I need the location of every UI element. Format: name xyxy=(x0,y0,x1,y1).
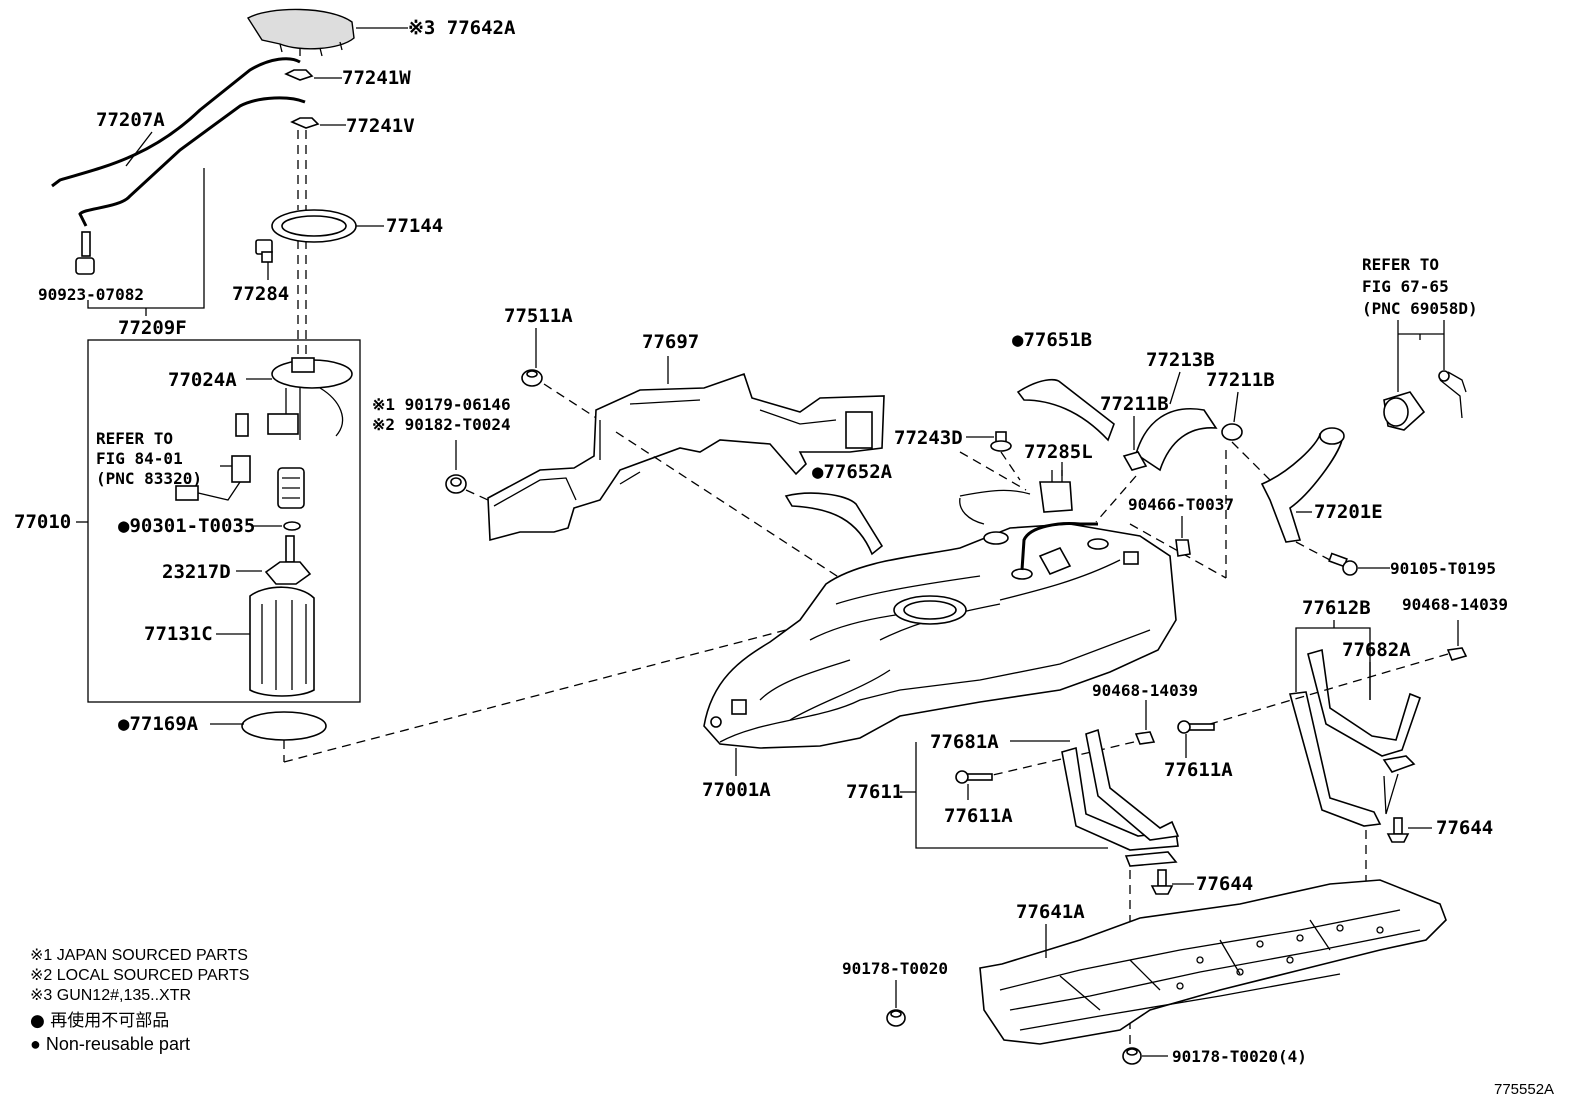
label-77284: 77284 xyxy=(232,283,289,305)
label-77681A: 77681A xyxy=(930,731,999,753)
strap-77612B xyxy=(1288,648,1422,827)
clip-77511A xyxy=(521,369,543,387)
pump-flange-77024A xyxy=(267,357,353,440)
refer-67-line3: (PNC 69058D) xyxy=(1362,299,1478,318)
label-90468-14039-right: 90468-14039 xyxy=(1402,595,1508,614)
bolt-90468-right xyxy=(1446,647,1468,661)
pump-assembly-box xyxy=(87,339,361,703)
label-77131C: 77131C xyxy=(144,623,213,645)
label-77241W: 77241W xyxy=(342,67,411,89)
label-77144: 77144 xyxy=(386,215,443,237)
label-77211B-right: 77211B xyxy=(1206,369,1275,391)
label-77243D: 77243D xyxy=(894,427,963,449)
label-77511A: 77511A xyxy=(504,305,573,327)
label-90923-07082: 90923-07082 xyxy=(38,285,144,304)
legend-note2: ※2 LOCAL SOURCED PARTS xyxy=(30,967,249,984)
clamp-77211B-left xyxy=(1122,451,1148,471)
label-90105-T0195: 90105-T0195 xyxy=(1390,559,1496,578)
label-90182-T0024: ※2 90182-T0024 xyxy=(372,415,511,434)
label-77241V: 77241V xyxy=(346,115,415,137)
label-90179-06146: ※1 90179-06146 xyxy=(372,395,511,414)
bolt-77644-right xyxy=(1386,817,1410,843)
legend-note3: ※3 GUN12#,135..XTR xyxy=(30,987,191,1004)
retainer-77241V xyxy=(290,117,320,129)
label-77285L: 77285L xyxy=(1024,441,1093,463)
fuel-tube-77207A xyxy=(51,57,306,227)
vent-tube-77285L xyxy=(959,470,1073,576)
label-77211B-left: 77211B xyxy=(1100,393,1169,415)
protector-77652A xyxy=(784,492,884,556)
refer-67-line1: REFER TO xyxy=(1362,255,1439,274)
nut-90178-bottom xyxy=(1122,1047,1142,1065)
legend-note1: ※1 JAPAN SOURCED PARTS xyxy=(30,947,248,964)
label-77612B: 77612B xyxy=(1302,597,1371,619)
retainer-77241W xyxy=(284,69,314,81)
filler-hose-77213B xyxy=(1135,408,1218,472)
bolt-77644-center xyxy=(1150,869,1174,895)
label-90301-T0035: ●90301-T0035 xyxy=(118,515,255,537)
label-90178-T0020-bottom: 90178-T0020(4) xyxy=(1172,1047,1307,1066)
fuel-sender xyxy=(175,413,251,501)
label-77641A: 77641A xyxy=(1016,901,1085,923)
clip-77284 xyxy=(255,239,273,263)
label-77651B: ●77651B xyxy=(1012,329,1092,351)
label-77652A: ●77652A xyxy=(812,461,893,483)
label-77642A: ※3 77642A xyxy=(408,17,516,39)
label-77213B: 77213B xyxy=(1146,349,1215,371)
clamp-77211B-right xyxy=(1221,423,1243,441)
refer-84-line2: FIG 84-01 xyxy=(96,449,183,468)
label-77207A: 77207A xyxy=(96,109,165,131)
fuel-cap xyxy=(1383,370,1467,431)
fuel-filter xyxy=(277,467,305,509)
legend: ※1 JAPAN SOURCED PARTS ※2 LOCAL SOURCED … xyxy=(30,947,249,1054)
bolt-90468-mid xyxy=(1134,731,1156,745)
label-77697: 77697 xyxy=(642,331,699,353)
bolt-77611A-upper xyxy=(1177,720,1215,734)
refer-note-fig84: REFER TO FIG 84-01 (PNC 83320) xyxy=(96,429,202,488)
fuel-tank-77001A xyxy=(703,497,1177,749)
valve-77243D xyxy=(990,431,1012,452)
label-77644-center: 77644 xyxy=(1196,873,1253,895)
protector-77697 xyxy=(487,372,885,542)
label-90466-T0037: 90466-T0037 xyxy=(1128,495,1234,514)
label-77611A-lower: 77611A xyxy=(944,805,1013,827)
pump-cover-77642A xyxy=(247,8,355,57)
label-77644-right: 77644 xyxy=(1436,817,1493,839)
bolt-77611A-lower xyxy=(955,770,993,784)
sub-tank-77131C xyxy=(249,586,315,697)
gasket-77169A xyxy=(241,711,327,741)
refer-84-line1: REFER TO xyxy=(96,429,173,448)
legend-jp: ● 再使用不可部品 xyxy=(30,1010,169,1031)
nut-90178-left xyxy=(886,1009,906,1027)
label-77010: 77010 xyxy=(14,511,71,533)
protector-77641A xyxy=(979,879,1447,1045)
label-77611A-upper: 77611A xyxy=(1164,759,1233,781)
label-77209F: 77209F xyxy=(118,317,187,339)
bolt-90105 xyxy=(1328,552,1358,576)
connector-90923 xyxy=(75,231,95,275)
label-77611: 77611 xyxy=(846,781,903,803)
filler-pipe-77201E xyxy=(1260,427,1345,543)
label-77682A: 77682A xyxy=(1342,639,1411,661)
label-77169A: ●77169A xyxy=(118,713,199,735)
refer-84-line3: (PNC 83320) xyxy=(96,469,202,488)
grommet-90179 xyxy=(445,474,467,494)
label-77201E: 77201E xyxy=(1314,501,1383,523)
o-ring-90301 xyxy=(283,521,301,531)
refer-note-fig67: REFER TO FIG 67-65 (PNC 69058D) xyxy=(1362,255,1478,318)
label-77024A: 77024A xyxy=(168,369,237,391)
strap-77681A xyxy=(1061,728,1180,867)
clip-90466 xyxy=(1175,539,1191,557)
label-90468-14039-mid: 90468-14039 xyxy=(1092,681,1198,700)
lock-ring-77144 xyxy=(271,209,357,243)
refer-67-line2: FIG 67-65 xyxy=(1362,277,1449,296)
label-90178-T0020-left: 90178-T0020 xyxy=(842,959,948,978)
diagram-id: 775552A xyxy=(1494,1081,1554,1098)
protector-77651B xyxy=(1016,378,1115,442)
legend-en: ● Non-reusable part xyxy=(30,1034,190,1054)
regulator-23217D xyxy=(264,535,312,585)
label-77001A: 77001A xyxy=(702,779,771,801)
label-23217D: 23217D xyxy=(162,561,231,583)
